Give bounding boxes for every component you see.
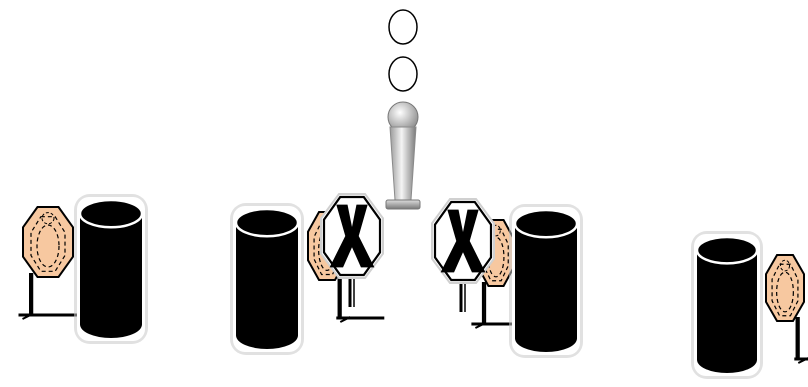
target-face [23,207,73,277]
paper-target-icon [19,207,83,319]
barrel-icon [74,194,148,344]
barrel-icon [230,203,304,355]
target-stand [19,273,83,319]
target-face [766,255,804,321]
no-shoot-target-icon [321,194,383,307]
no-shoot-face [321,194,383,278]
start-circles [389,10,417,91]
paper-target-icon [766,255,808,363]
barrel-icon [691,231,763,379]
shooter-position-icon [386,10,420,209]
no-shoot-face [432,199,494,283]
target-stand [794,317,808,363]
target-stand [336,276,384,322]
start-post [386,102,420,209]
barrel-icon [509,204,583,358]
